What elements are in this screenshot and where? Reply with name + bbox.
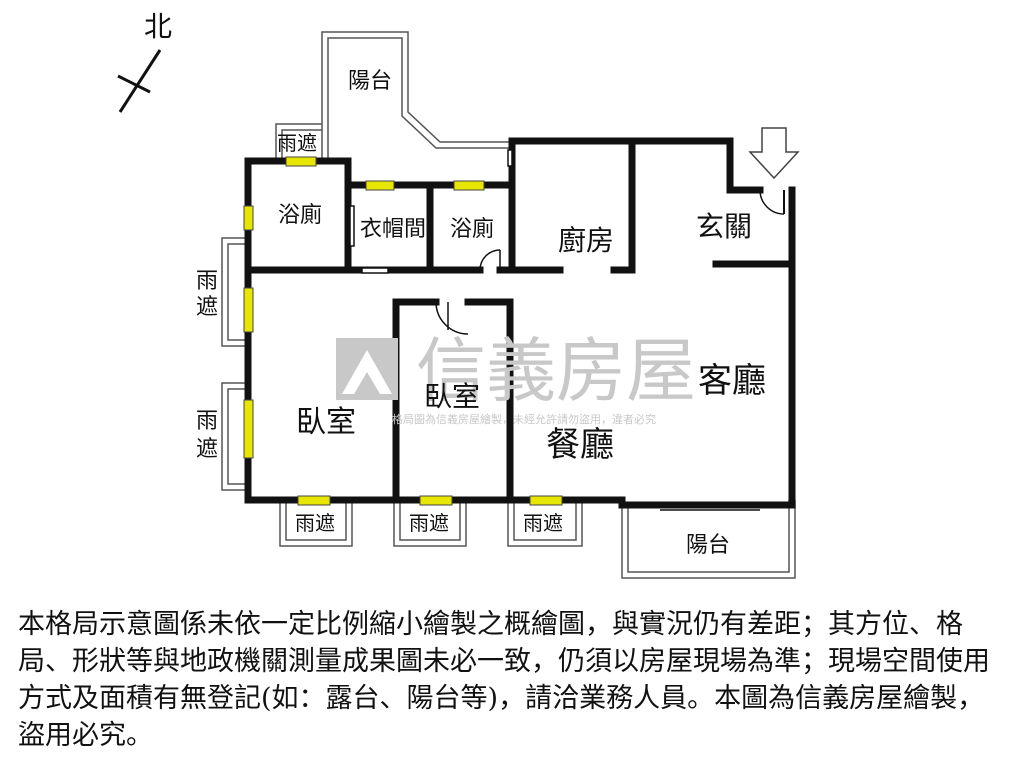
label-canopy-left-2a: 雨 <box>196 409 218 434</box>
door-swings <box>349 149 760 511</box>
watermark-notice: 格局圖為信義房屋繪製，未經允許請勿盜用，違者必究 <box>392 412 656 426</box>
label-canopy-bottom-1: 雨遮 <box>295 511 335 535</box>
label-closet: 衣帽間 <box>360 217 426 242</box>
label-bath-2: 浴廁 <box>450 217 494 242</box>
disclaimer-text: 本格局示意圖係未依一定比例縮小繪製之概繪圖，與實況仍有差距；其方位、格局、形狀等… <box>18 609 990 751</box>
label-canopy-left-1a: 雨 <box>196 269 218 294</box>
compass-north-label: 北 <box>144 10 172 43</box>
brand-logo-icon <box>336 338 398 400</box>
watermark: 信義房屋 格局圖為信義房屋繪製，未經允許請勿盜用，違者必究 <box>336 330 696 426</box>
exterior-outlines <box>221 31 796 579</box>
label-canopy-top: 雨遮 <box>277 131 317 155</box>
label-canopy-left-1b: 遮 <box>196 295 218 320</box>
label-canopy-bottom-2: 雨遮 <box>409 511 449 535</box>
windows <box>243 156 563 506</box>
label-balcony-bottom: 陽台 <box>686 533 730 558</box>
label-canopy-bottom-3: 雨遮 <box>523 511 563 535</box>
label-bedroom-2: 臥室 <box>424 380 480 413</box>
label-kitchen: 廚房 <box>558 224 614 257</box>
north-arrow-icon <box>117 49 162 113</box>
entrance-arrow-icon <box>748 127 800 180</box>
floor-plan: 北 <box>117 10 800 579</box>
label-bedroom-1: 臥室 <box>296 405 356 440</box>
label-bath-1: 浴廁 <box>278 203 322 228</box>
label-dining-room: 餐廳 <box>546 425 614 465</box>
label-living-room: 客廳 <box>698 361 766 401</box>
label-canopy-left-2b: 遮 <box>196 437 218 462</box>
watermark-brand: 信義房屋 <box>416 330 696 412</box>
label-foyer: 玄關 <box>696 210 752 243</box>
label-balcony-top: 陽台 <box>348 69 392 94</box>
walls <box>244 137 796 509</box>
entrance-door-icon <box>759 189 785 215</box>
